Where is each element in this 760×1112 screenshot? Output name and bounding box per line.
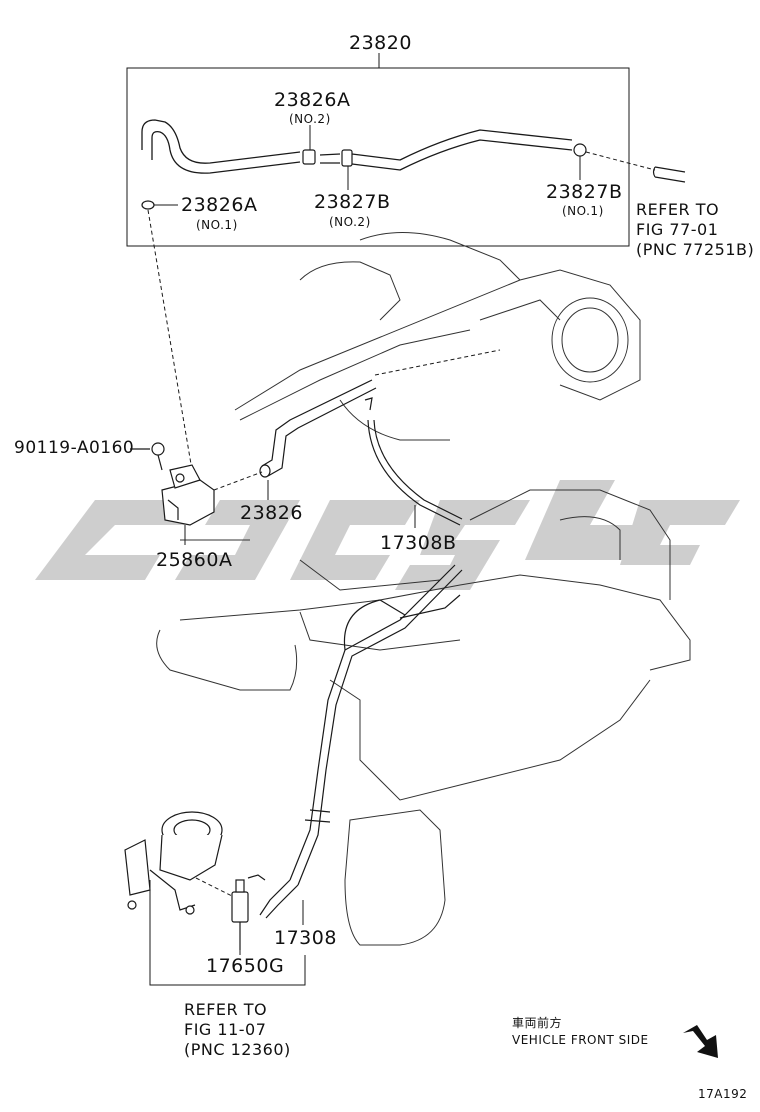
refer-note-right[interactable]: REFER TO FIG 77-01 (PNC 77251B) <box>636 200 754 260</box>
bracket-assy <box>124 811 223 915</box>
refer-bottom-line3: (PNC 12360) <box>184 1040 291 1059</box>
hose-assy-frame <box>126 53 630 247</box>
part-code-23826a-no2[interactable]: 23826A <box>274 89 351 111</box>
part-sub-23826a-no1: (NO.1) <box>196 218 238 232</box>
part-code-23827b-no2[interactable]: 23827B <box>314 191 391 213</box>
hose-23826 <box>259 379 377 478</box>
part-sub-23827b-no1: (NO.1) <box>562 204 604 218</box>
dashed-leaders <box>147 151 656 897</box>
orientation-japanese: 車両前方 <box>512 1016 563 1030</box>
part-code-25860a[interactable]: 25860A <box>156 549 233 571</box>
refer-bottom-line2: FIG 11-07 <box>184 1020 267 1039</box>
watermark-logo <box>35 480 740 590</box>
part-sub-23827b-no2: (NO.2) <box>329 215 371 229</box>
refer-bottom-line1: REFER TO <box>184 1000 268 1019</box>
tube-17308 <box>247 564 463 919</box>
part-code-23820[interactable]: 23820 <box>349 32 412 54</box>
figure-id: 17A192 <box>698 1087 748 1101</box>
tube-17308b <box>364 397 463 526</box>
refer-note-bottom[interactable]: REFER TO FIG 11-07 (PNC 12360) <box>184 1000 291 1060</box>
part-code-90119[interactable]: 90119-A0160 <box>14 438 135 458</box>
part-code-17650g[interactable]: 17650G <box>206 955 285 977</box>
clip-shapes <box>141 143 587 210</box>
label-leaders <box>149 480 416 986</box>
part-code-17308[interactable]: 17308 <box>274 927 337 949</box>
direction-arrow-icon <box>683 1025 718 1058</box>
valve-25860a <box>161 464 215 526</box>
engine-body-outline <box>156 232 691 946</box>
orientation-english: VEHICLE FRONT SIDE <box>512 1033 649 1047</box>
leader-lines <box>154 125 581 206</box>
refer-right-line3: (PNC 77251B) <box>636 240 755 259</box>
bolt-90119 <box>130 442 165 471</box>
part-code-23826[interactable]: 23826 <box>240 502 303 524</box>
vsv-17650g <box>231 879 249 950</box>
refer-right-line1: REFER TO <box>636 200 720 219</box>
part-sub-23826a-no2: (NO.2) <box>289 112 331 126</box>
part-code-23827b-no1[interactable]: 23827B <box>546 181 623 203</box>
refer-right-line2: FIG 77-01 <box>636 220 719 239</box>
part-code-23826a-no1[interactable]: 23826A <box>181 194 258 216</box>
part-code-17308b[interactable]: 17308B <box>380 532 457 554</box>
hose-23820 <box>141 119 573 174</box>
pipe-77251b <box>652 166 686 183</box>
